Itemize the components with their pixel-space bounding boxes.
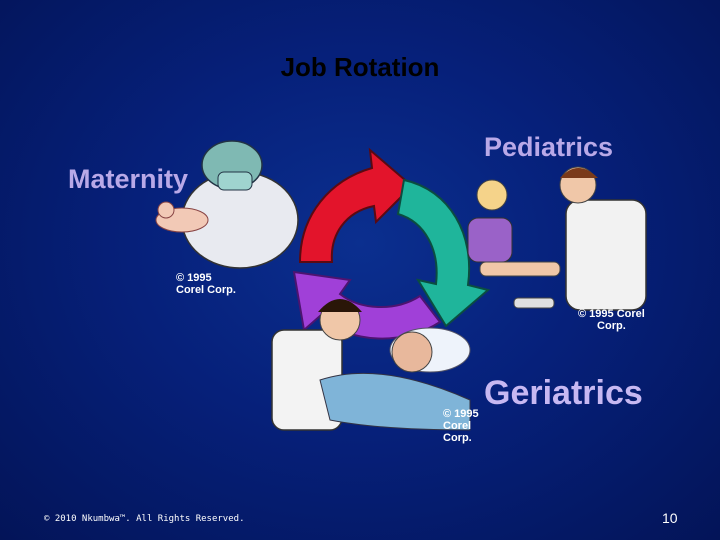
copyright-line: Corel Corp. (176, 284, 236, 296)
pediatrics-nurse-icon (467, 166, 647, 311)
geriatrics-nurse-icon (271, 299, 471, 431)
clipart-copyright-maternity: © 1995 Corel Corp. (176, 272, 236, 296)
geriatrics-label: Geriatrics (484, 374, 643, 412)
copyright-line: Corp. (443, 432, 472, 444)
slide-title: Job Rotation (280, 52, 440, 82)
copyright-line: Corp. (597, 320, 626, 332)
clipart-copyright-pediatrics: © 1995 Corel Corp. (578, 308, 645, 332)
teal-cycle-arrow (396, 178, 491, 328)
footer-copyright: © 2010 Nkumbwa™. All Rights Reserved. (44, 514, 245, 524)
pediatrics-label: Pediatrics (484, 132, 614, 162)
clipart-copyright-geriatrics: © 1995 Corel Corp. (443, 408, 479, 444)
page-number: 10 (662, 510, 678, 526)
copyright-line: © 1995 Corel (578, 308, 645, 320)
maternity-nurse-icon (155, 140, 299, 269)
copyright-line: © 1995 (443, 408, 479, 420)
maternity-label: Maternity (68, 164, 189, 194)
copyright-line: © 1995 (176, 272, 212, 284)
red-cycle-arrow (298, 147, 414, 263)
copyright-line: Corel (443, 420, 472, 432)
